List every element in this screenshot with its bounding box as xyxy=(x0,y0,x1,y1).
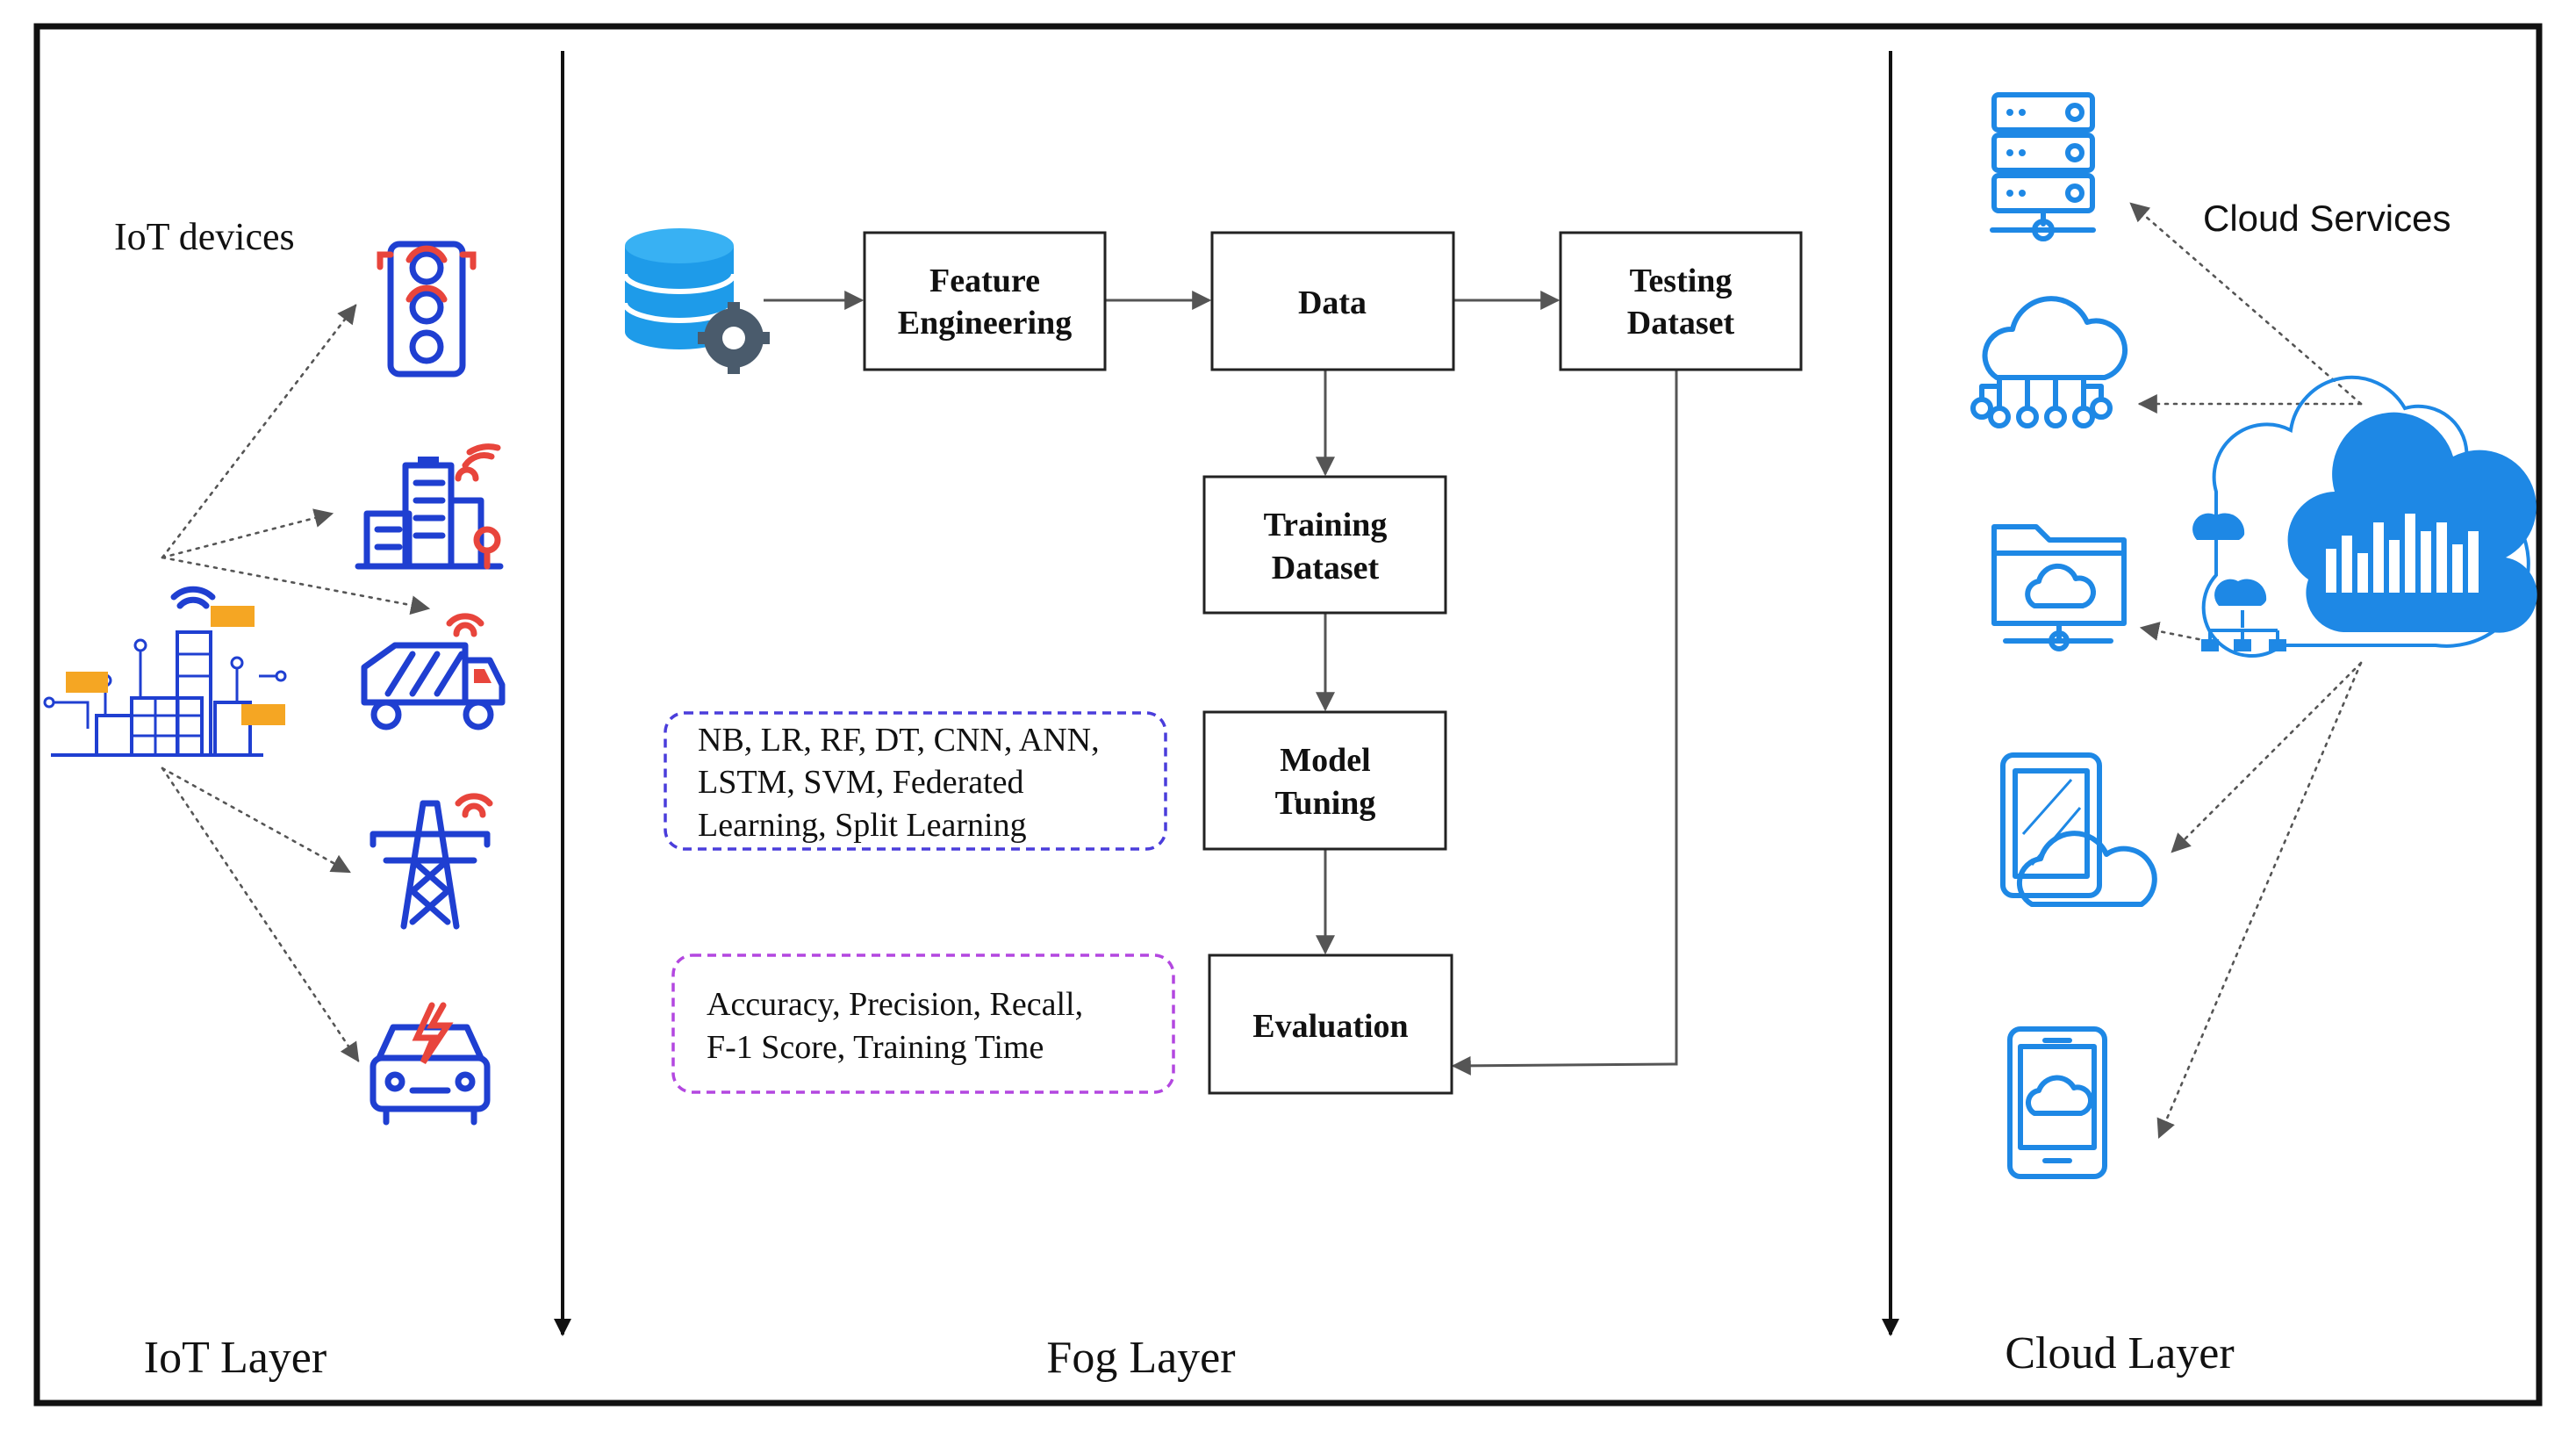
smart-city-icon xyxy=(43,586,287,757)
models-line1: NB, LR, RF, DT, CNN, ANN, xyxy=(698,722,1100,759)
training-dataset-box: Training Dataset xyxy=(1202,475,1447,615)
cloud-link-tablet xyxy=(2171,661,2363,853)
cloud-folder-icon xyxy=(1991,524,2127,651)
testing-dataset-box: Testing Dataset xyxy=(1559,231,1803,371)
cloud-hub-icon xyxy=(2192,375,2537,658)
cloud-layer-label: Cloud Layer xyxy=(2005,1328,2234,1378)
fog-layer-label: Fog Layer xyxy=(1046,1333,1235,1383)
iot-link-building xyxy=(161,508,334,559)
cloud-link-phone xyxy=(2156,661,2363,1140)
cloud-link-folder xyxy=(2139,622,2218,644)
cloud-link-server xyxy=(2129,202,2363,406)
smart-building-icon xyxy=(355,443,504,570)
phone-cloud-icon xyxy=(2007,1026,2107,1179)
testing-dataset-line1: Testing xyxy=(1630,263,1733,299)
iot-link-traffic xyxy=(161,304,357,559)
power-tower-icon xyxy=(370,793,493,930)
data-label: Data xyxy=(1298,284,1367,321)
iot-devices-title: IoT devices xyxy=(114,215,295,258)
iot-link-car xyxy=(161,766,360,1062)
tablet-cloud-icon xyxy=(2000,752,2157,907)
metrics-line2: F-1 Score, Training Time xyxy=(707,1029,1044,1066)
model-tuning-box: Model Tuning xyxy=(1202,710,1447,851)
metrics-line1: Accuracy, Precision, Recall, xyxy=(707,986,1083,1023)
training-dataset-line2: Dataset xyxy=(1272,550,1380,586)
cloud-network-icon xyxy=(1970,296,2128,428)
training-dataset-line1: Training xyxy=(1264,507,1388,543)
evaluation-box: Evaluation xyxy=(1208,953,1453,1095)
feature-engineering-line2: Engineering xyxy=(898,305,1072,342)
models-line3: Learning, Split Learning xyxy=(698,807,1027,844)
cloud-services-title: Cloud Services xyxy=(2203,198,2450,239)
testing-dataset-line2: Dataset xyxy=(1627,305,1735,342)
feature-engineering-line1: Feature xyxy=(929,263,1040,299)
electric-car-icon xyxy=(370,1002,491,1126)
truck-icon xyxy=(361,613,506,730)
traffic-light-icon xyxy=(377,241,477,378)
iot-link-truck xyxy=(161,556,431,615)
data-box: Data xyxy=(1210,231,1455,371)
feature-engineering-box: Feature Engineering xyxy=(863,231,1107,371)
models-note: NB, LR, RF, DT, CNN, ANN, LSTM, SVM, Fed… xyxy=(664,711,1167,851)
evaluation-label: Evaluation xyxy=(1252,1008,1408,1045)
iot-link-tower xyxy=(161,766,351,874)
models-line2: LSTM, SVM, Federated xyxy=(698,764,1024,801)
database-gear-icon xyxy=(622,228,770,374)
iot-layer-label: IoT Layer xyxy=(144,1333,326,1383)
server-rack-icon xyxy=(1990,92,2096,241)
arrow-testing-evaluation xyxy=(1451,371,1678,1076)
model-tuning-line1: Model xyxy=(1280,742,1370,779)
model-tuning-line2: Tuning xyxy=(1275,785,1376,822)
diagram-frame xyxy=(33,23,2543,1407)
metrics-note: Accuracy, Precision, Recall, F-1 Score, … xyxy=(671,953,1175,1094)
